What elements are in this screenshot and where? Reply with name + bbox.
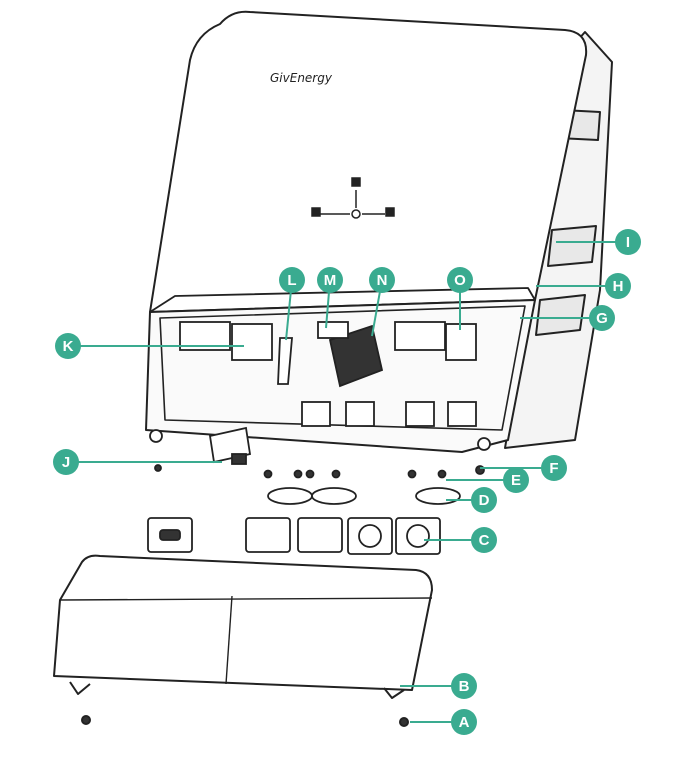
probe-l <box>277 337 293 385</box>
callout-m: M <box>317 267 343 293</box>
svg-text:K: K <box>63 338 74 355</box>
svg-text:D: D <box>479 492 490 509</box>
callouts <box>66 241 626 723</box>
svg-text:G: G <box>596 310 608 327</box>
flow-symbol <box>311 177 395 219</box>
callout-o: O <box>447 267 473 293</box>
callout-e: E <box>503 467 529 493</box>
brand-logo: GivEnergy <box>270 71 333 85</box>
callout-g: G <box>589 305 615 331</box>
slot-m <box>317 321 349 339</box>
callout-k: K <box>55 333 81 359</box>
svg-text:I: I <box>626 234 630 251</box>
svg-text:N: N <box>377 272 388 289</box>
callout-c: C <box>471 527 497 553</box>
svg-text:H: H <box>613 278 624 295</box>
callout-d: D <box>471 487 497 513</box>
cover-logo-group: GivEnergy <box>270 71 395 219</box>
svg-text:A: A <box>459 714 470 731</box>
svg-text:F: F <box>549 460 558 477</box>
svg-text:C: C <box>479 532 490 549</box>
loose-parts <box>147 469 461 555</box>
callout-n: N <box>369 267 395 293</box>
callout-b: B <box>451 673 477 699</box>
svg-text:L: L <box>287 272 296 289</box>
callout-h: H <box>605 273 631 299</box>
cavity-panel-right <box>394 321 446 351</box>
svg-text:M: M <box>324 272 337 289</box>
svg-text:J: J <box>62 454 70 471</box>
callout-f: F <box>541 455 567 481</box>
svg-text:E: E <box>511 472 521 489</box>
callout-j: J <box>53 449 79 475</box>
callout-a: A <box>451 709 477 735</box>
svg-text:B: B <box>459 678 470 695</box>
callout-l: L <box>279 267 305 293</box>
callout-badges: A B C D E F G H I J K L M N O <box>53 229 641 735</box>
inverter-body <box>145 10 613 453</box>
callout-i: I <box>615 229 641 255</box>
svg-text:O: O <box>454 272 466 289</box>
dongle-n <box>328 324 384 388</box>
bottom-cover <box>53 554 433 727</box>
terminal-block-k <box>231 323 273 361</box>
